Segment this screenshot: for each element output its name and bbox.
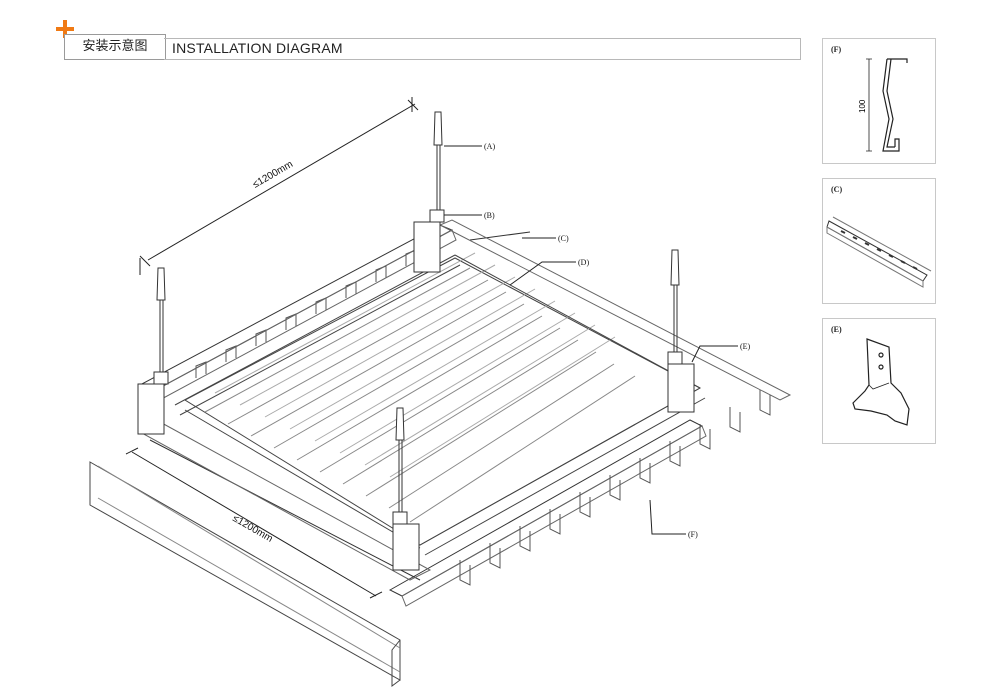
dimension-bottom-label: ≤1200mm xyxy=(231,513,275,545)
slat-field xyxy=(183,252,702,546)
dimension-top-label: ≤1200mm xyxy=(251,159,295,191)
callout-a: (A) xyxy=(484,142,495,151)
loose-panel xyxy=(89,461,401,687)
slat-fins-front xyxy=(459,390,771,586)
detail-e: (E) xyxy=(822,318,936,444)
hanger-rod-front xyxy=(392,407,420,571)
header: 安装示意图 INSTALLATION DIAGRAM xyxy=(56,18,802,62)
hanger-rod-left xyxy=(137,267,169,435)
callout-leaders xyxy=(444,145,738,535)
profile-height-label: 100 xyxy=(858,99,867,113)
detail-f: (F) 100 xyxy=(822,38,936,164)
detail-e-label: (E) xyxy=(831,325,842,334)
plus-icon xyxy=(56,20,74,38)
detail-c-label: (C) xyxy=(831,185,843,194)
detail-f-label: (F) xyxy=(831,45,842,54)
carrier-channel-drawing xyxy=(826,216,932,288)
callout-c: (C) xyxy=(558,234,569,243)
callout-b: (B) xyxy=(484,211,495,220)
hanger-rod-right xyxy=(667,249,695,413)
slat-fins-back xyxy=(195,249,417,378)
title-cn: 安装示意图 xyxy=(64,34,166,60)
dimension-line-bottom xyxy=(125,447,383,599)
callout-d: (D) xyxy=(578,258,589,267)
clip-bracket-drawing xyxy=(852,338,910,426)
callout-f: (F) xyxy=(688,530,698,539)
detail-c: (C) xyxy=(822,178,936,304)
title-en: INSTALLATION DIAGRAM xyxy=(172,40,343,56)
slat-profile-drawing: 100 xyxy=(858,58,908,152)
callout-e: (E) xyxy=(740,342,751,351)
dimension-line-top xyxy=(139,97,419,275)
title-bar: INSTALLATION DIAGRAM xyxy=(164,38,801,60)
main-runner xyxy=(174,254,706,556)
hanger-rod-back xyxy=(413,111,445,273)
